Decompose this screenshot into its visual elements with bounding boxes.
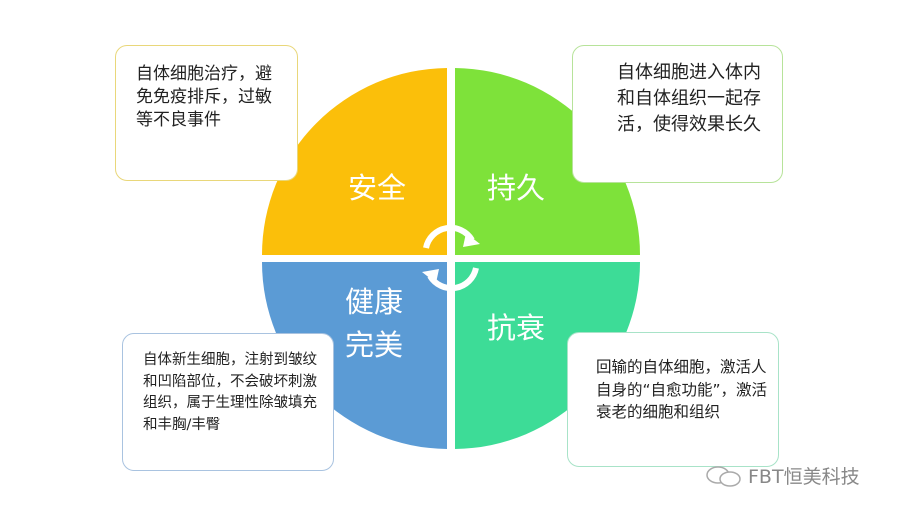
wechat-icon [706,465,741,487]
watermark-text: FBT恒美科技 [748,466,860,488]
quadrant-safety [262,68,447,255]
callout-safety: 自体细胞治疗，避免免疫排斥，过敏等不良事件 [115,45,298,181]
quadrant-lasting [455,68,640,255]
watermark: FBT恒美科技 [704,462,860,489]
quadrant-health [262,262,447,449]
quadrant-label-health-2: 完美 [345,328,403,362]
callout-lasting: 自体细胞进入体内和自体组织一起存活，使得效果长久 [572,45,783,183]
callout-text: 回输的自体细胞，激活人自身的“自愈功能”，激活衰老的细胞和组织 [596,358,768,421]
quadrant-label-safety: 安全 [348,171,406,205]
quadrant-label-lasting: 持久 [487,171,545,205]
quadrant-label-antiaging: 抗衰 [487,311,545,345]
callout-antiaging: 回输的自体细胞，激活人自身的“自愈功能”，激活衰老的细胞和组织 [567,332,779,467]
cycle-arrows-icon [422,224,480,292]
callout-text: 自体细胞治疗，避免免疫排斥，过敏等不良事件 [136,64,272,130]
quadrant-label-health-1: 健康 [345,285,403,319]
callout-health: 自体新生细胞，注射到皱纹和凹陷部位，不会破坏刺激组织，属于生理性除皱填充和丰胸/… [122,333,334,471]
quadrant-antiaging [455,262,641,449]
callout-text: 自体新生细胞，注射到皱纹和凹陷部位，不会破坏刺激组织，属于生理性除皱填充和丰胸/… [143,352,317,433]
callout-text: 自体细胞进入体内和自体组织一起存活，使得效果长久 [617,62,761,135]
